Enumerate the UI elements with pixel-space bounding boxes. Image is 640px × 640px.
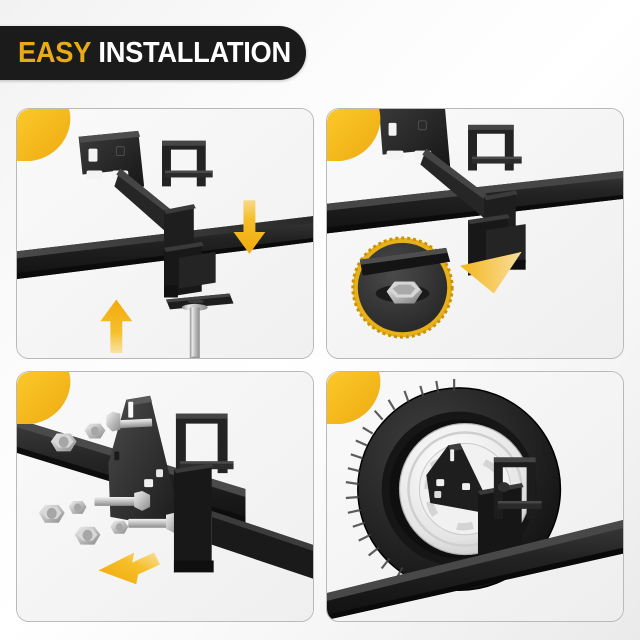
- u-bolt-handle: [468, 124, 522, 171]
- arrow-down-bracket-insert: [233, 200, 266, 254]
- step-panel-2[interactable]: 2: [326, 108, 624, 359]
- step-panel-3[interactable]: 3: [16, 371, 314, 622]
- step-panel-4[interactable]: 4: [326, 371, 624, 622]
- arrow-up-bolt-insert: [100, 299, 133, 354]
- banner-word-installation: INSTALLATION: [98, 36, 291, 69]
- step-number-1: 1: [40, 118, 56, 151]
- header-banner: EASY INSTALLATION: [0, 26, 306, 80]
- step-number-2: 2: [350, 118, 366, 151]
- u-bolt-handle: [162, 140, 213, 187]
- step-number-4: 4: [350, 381, 366, 414]
- banner-title: EASY INSTALLATION: [18, 37, 291, 70]
- hex-nuts: [38, 423, 129, 545]
- hex-bolts: [94, 411, 182, 533]
- banner-word-easy: EASY: [18, 36, 92, 69]
- magnifier-bolt-detail: [351, 236, 454, 339]
- trailer-frame-beam: [327, 520, 623, 620]
- step-number-3: 3: [40, 381, 56, 414]
- step-panel-1[interactable]: 1: [16, 108, 314, 359]
- step-4-illustration: [327, 372, 623, 621]
- clamp-box: [173, 463, 214, 573]
- clamp-box: [164, 241, 216, 298]
- arrow-tighten-hardware: [98, 552, 161, 585]
- callout-pointer: [460, 251, 522, 294]
- mounting-plate: [108, 395, 176, 529]
- step-1-illustration: [17, 109, 313, 358]
- step-panel-grid: 1: [16, 108, 624, 622]
- step-3-illustration: [17, 372, 313, 621]
- backing-plate: [165, 293, 234, 310]
- hex-bolt: [386, 281, 423, 304]
- mounting-bracket: [78, 130, 196, 262]
- carriage-bolt: [181, 303, 208, 358]
- u-bolt-handle: [493, 457, 542, 519]
